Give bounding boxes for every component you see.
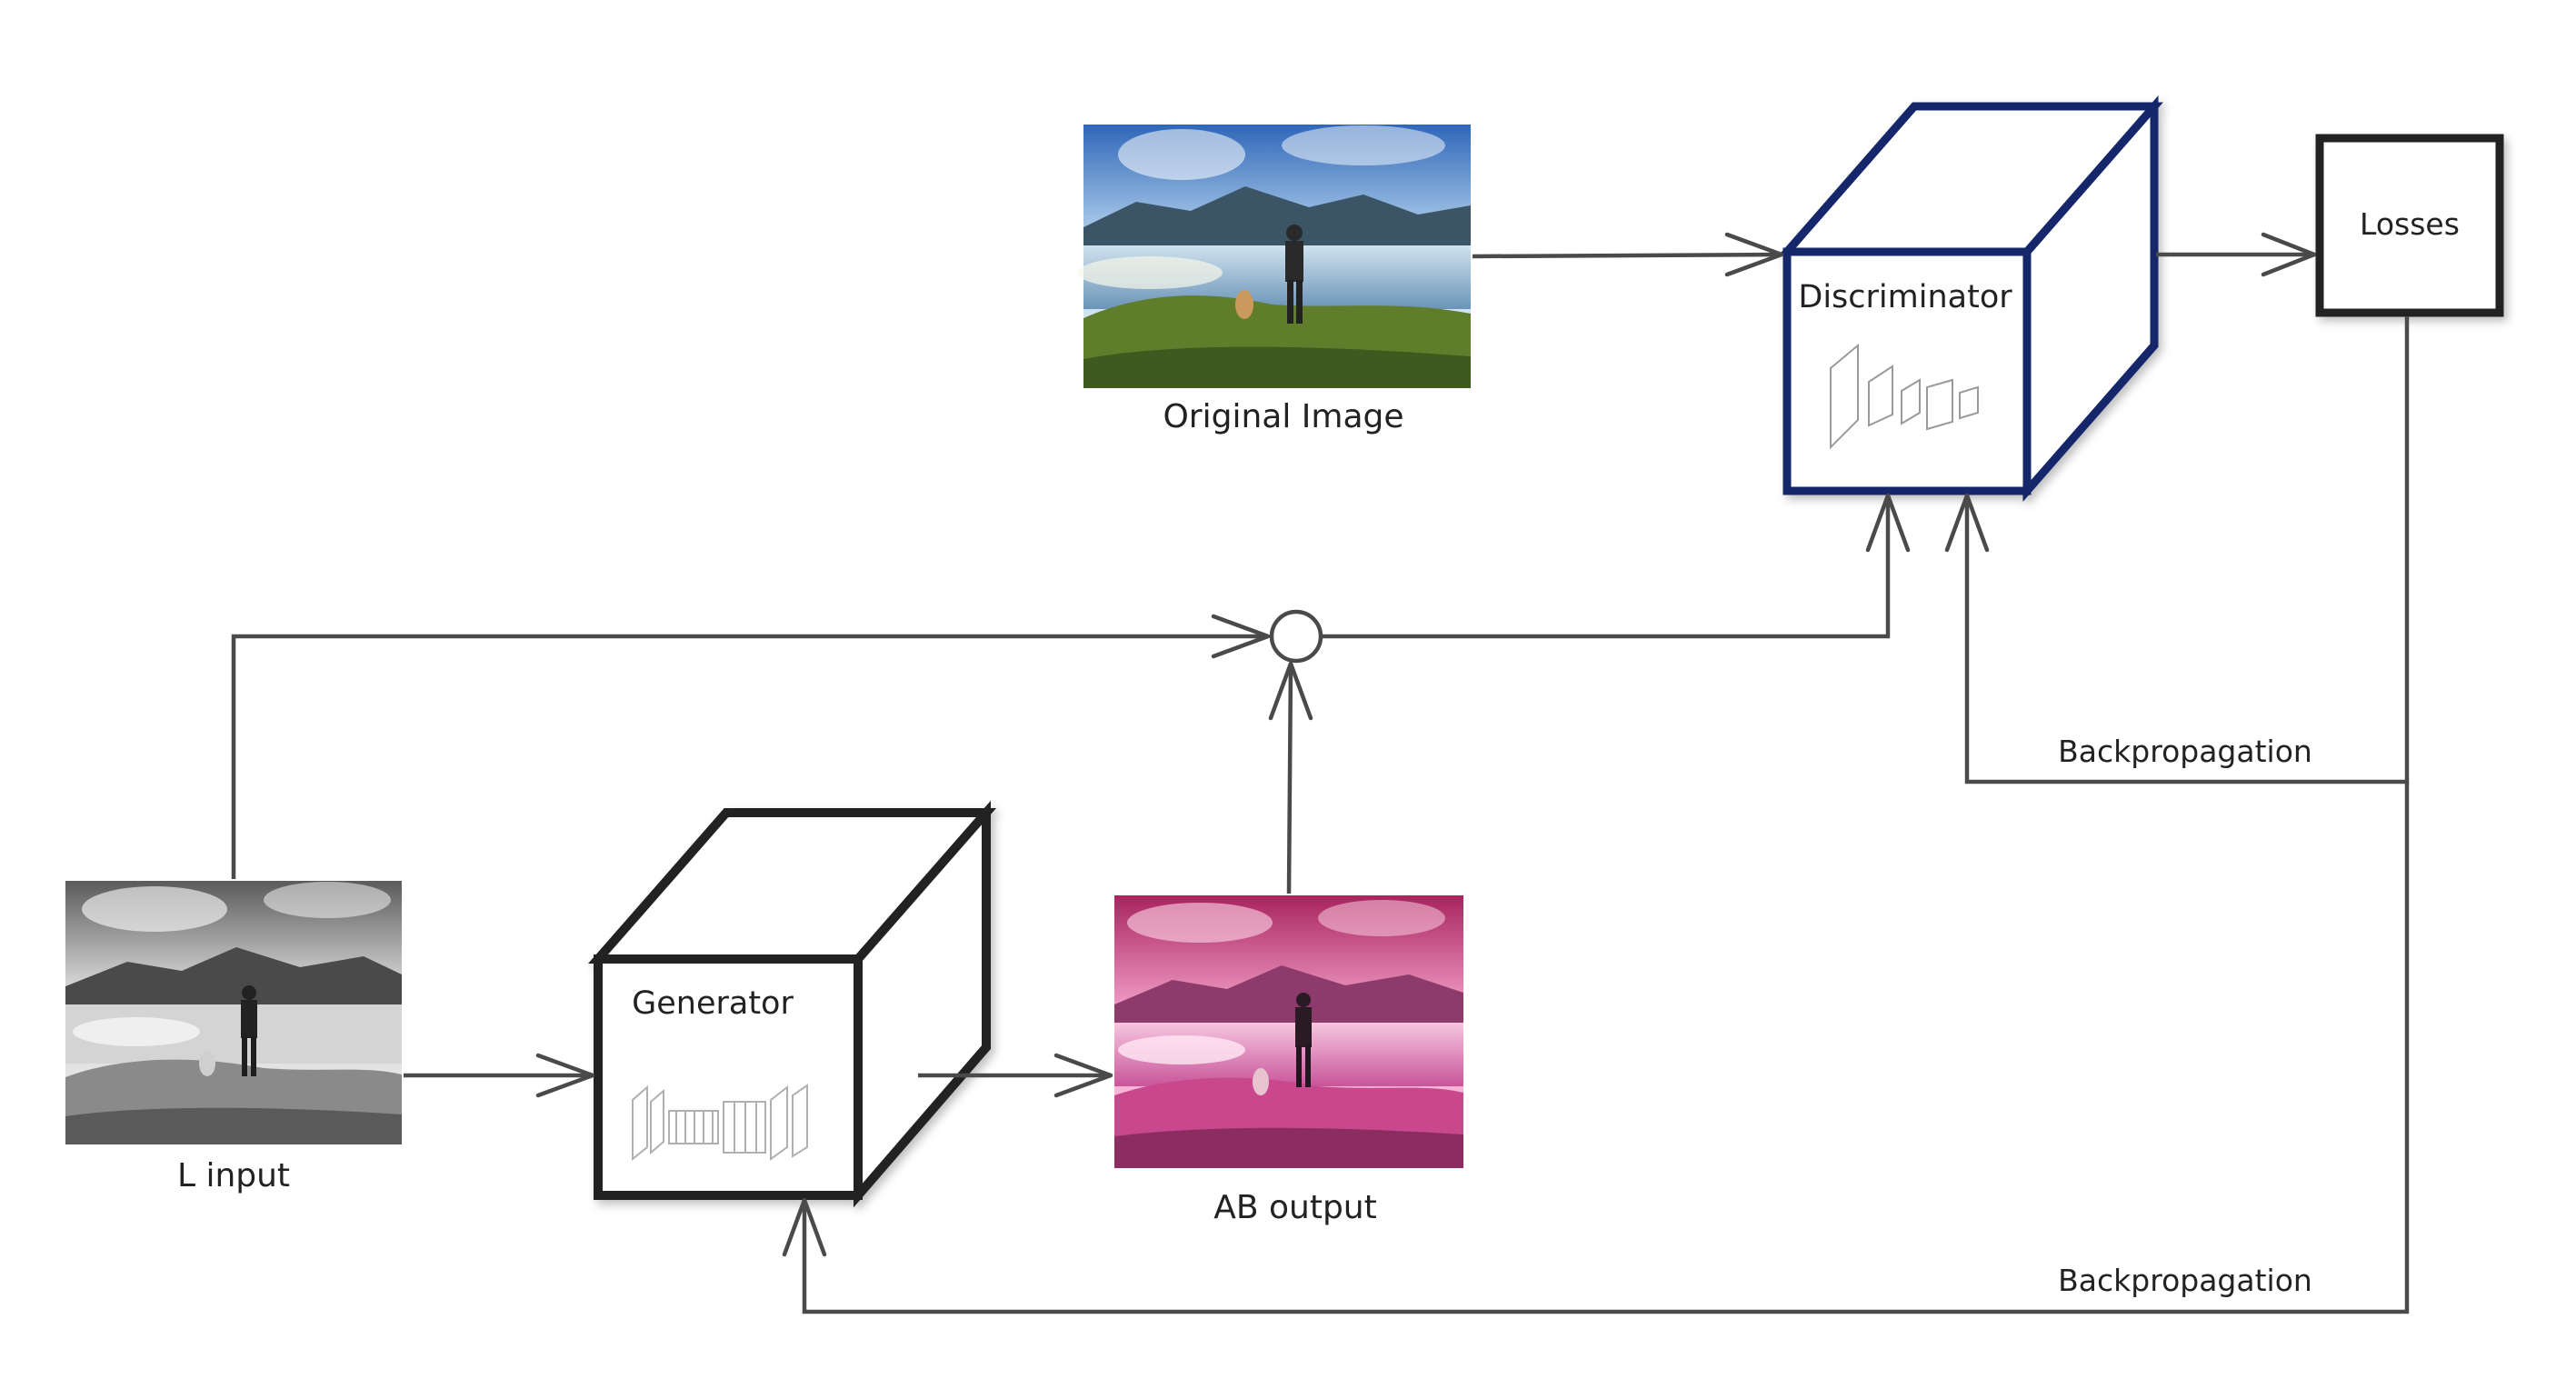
edge-backprop-discriminator [1944, 316, 2410, 784]
edge-backprop-generator [782, 782, 2410, 1314]
losses-label: Losses [2360, 206, 2460, 242]
generator-label: Generator [632, 985, 794, 1022]
edge-ab-output-to-concat [1268, 661, 1313, 894]
ab-output-caption: AB output [1213, 1189, 1377, 1226]
backprop-generator-label: Backpropagation [2058, 1263, 2312, 1298]
losses-box [2315, 134, 2504, 317]
edge-concat-to-discriminator [1321, 493, 1911, 639]
l-input-caption: L input [177, 1157, 290, 1194]
generator-unet-icon [632, 1084, 808, 1162]
discriminator-cnn-icon [1830, 343, 1979, 450]
l-input-image [65, 881, 402, 1144]
edge-l-input-to-generator [404, 1053, 595, 1098]
original-image-caption: Original Image [1163, 398, 1403, 435]
concat-node [1269, 609, 1323, 664]
edge-discriminator-to-losses [2156, 232, 2317, 277]
discriminator-block [1778, 95, 2163, 502]
discriminator-label: Discriminator [1798, 279, 2012, 315]
original-image [1077, 125, 1471, 388]
edge-generator-to-ab-output [918, 1053, 1113, 1098]
generator-block [587, 800, 997, 1208]
backprop-discriminator-label: Backpropagation [2058, 734, 2312, 769]
edge-original-to-discriminator [1472, 232, 1784, 277]
edge-l-input-to-concat [231, 614, 1271, 879]
ab-output-image [1114, 895, 1463, 1168]
